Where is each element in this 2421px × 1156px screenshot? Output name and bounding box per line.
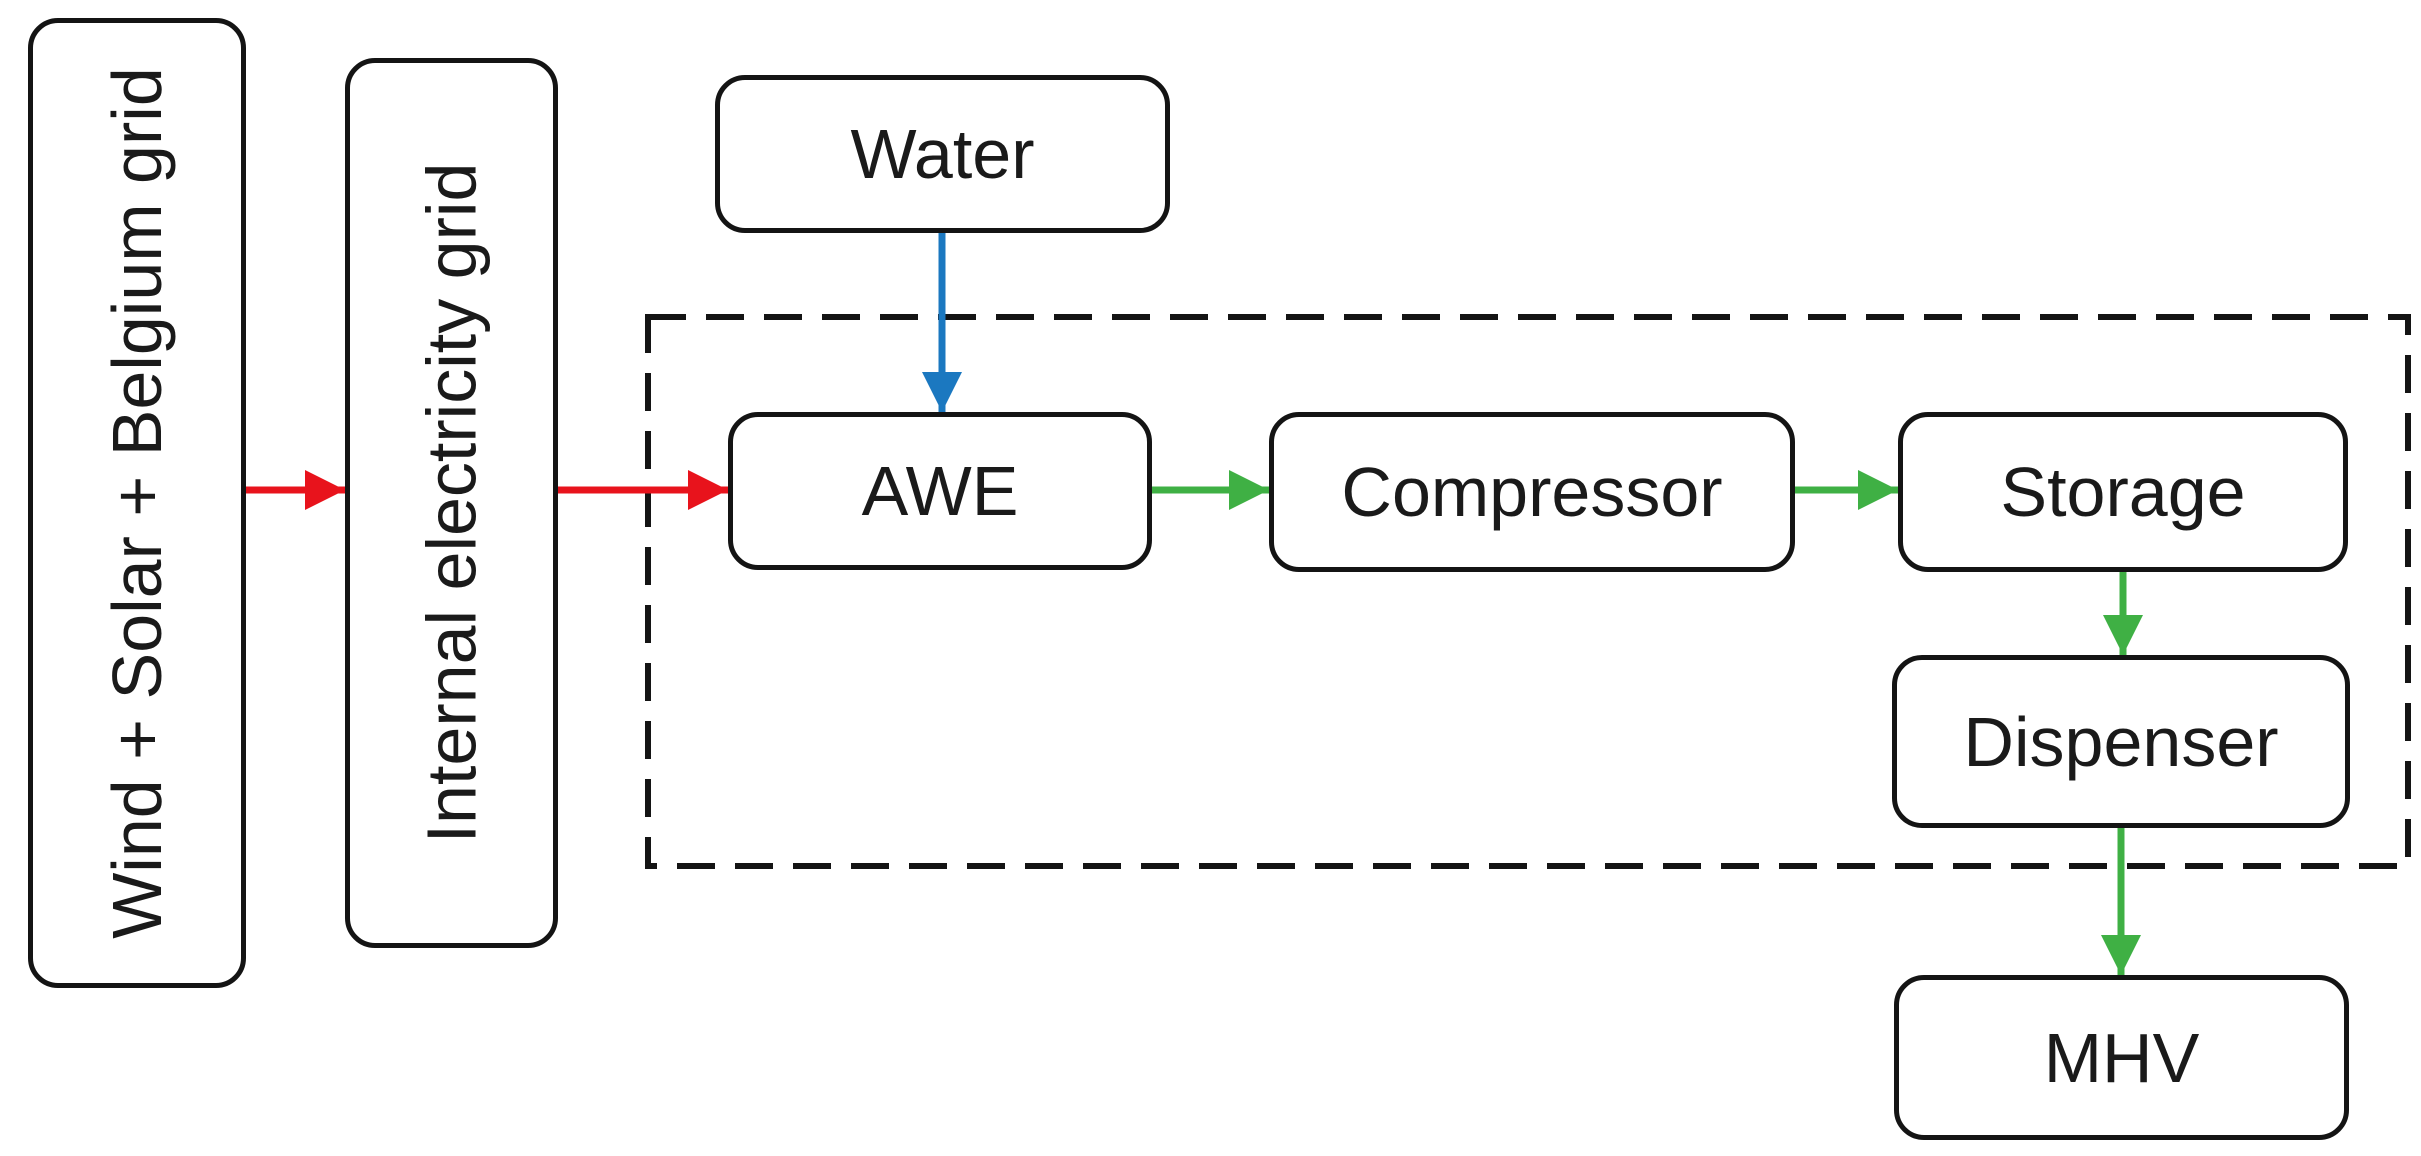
node-label: Wind + Solar + Belgium grid (98, 67, 177, 939)
node-label: Compressor (1341, 453, 1723, 531)
node-internal-electricity-grid: Internal electricity grid (345, 58, 558, 948)
node-mhv: MHV (1894, 975, 2349, 1140)
node-dispenser: Dispenser (1892, 655, 2350, 828)
node-wind-solar-belgium-grid: Wind + Solar + Belgium grid (28, 18, 246, 988)
node-compressor: Compressor (1269, 412, 1795, 572)
system-boundary-dashed-box (645, 314, 2411, 869)
node-label: AWE (861, 452, 1019, 530)
node-label: Storage (2000, 453, 2246, 531)
node-label: Dispenser (1963, 702, 2279, 781)
node-awe: AWE (728, 412, 1152, 570)
node-label: Water (850, 115, 1035, 193)
node-label: Internal electricity grid (412, 162, 491, 844)
node-water: Water (715, 75, 1170, 233)
node-label: MHV (2043, 1018, 2200, 1097)
node-storage: Storage (1898, 412, 2348, 572)
